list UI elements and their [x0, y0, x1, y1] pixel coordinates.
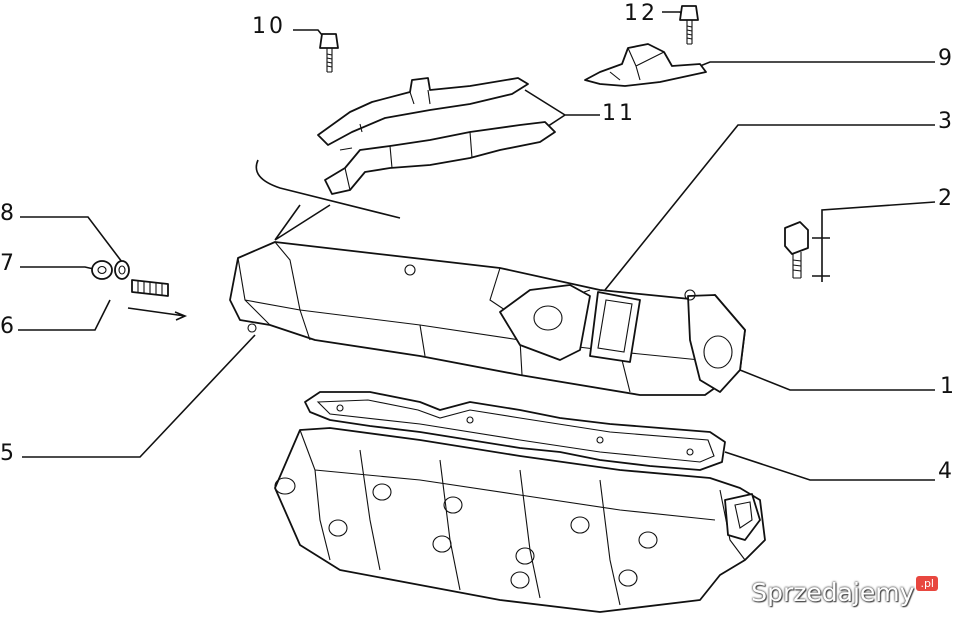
bolt-12 — [679, 5, 699, 45]
hose-line — [255, 159, 401, 241]
callout-11: 11 — [602, 101, 636, 126]
callout-3: 3 — [938, 109, 955, 134]
callout-labels: 10 12 9 11 3 2 8 7 6 1 5 4 — [0, 1, 957, 484]
leader-4 — [724, 451, 935, 481]
bolt-10 — [319, 33, 339, 73]
callout-5: 5 — [0, 441, 17, 466]
nut-7 — [91, 260, 113, 280]
gasket-4 — [304, 391, 726, 471]
callout-2: 2 — [938, 186, 955, 211]
leader-7 — [20, 266, 99, 271]
callout-10: 10 — [252, 14, 286, 39]
stud-6 — [131, 279, 169, 297]
leader-lines — [18, 11, 936, 481]
brackets-11 — [317, 77, 556, 195]
cylinder-head — [274, 427, 766, 613]
callout-1: 1 — [940, 374, 957, 399]
leader-8 — [20, 216, 123, 263]
bracket-9 — [584, 43, 707, 87]
valve-cover-1 — [229, 241, 746, 396]
watermark-badge: .pl — [916, 576, 938, 591]
leader-2 — [812, 201, 936, 282]
washer-8 — [114, 260, 130, 280]
watermark-name: Sprzedajemy — [751, 578, 915, 607]
watermark-logo: Sprzedajemy .pl — [751, 576, 938, 607]
callout-4: 4 — [938, 459, 955, 484]
leader-6 — [18, 299, 188, 331]
callout-9: 9 — [938, 46, 955, 71]
callout-7: 7 — [0, 251, 17, 276]
leader-9 — [689, 61, 935, 71]
leader-1 — [734, 367, 935, 391]
callout-6: 6 — [0, 314, 17, 339]
leader-5 — [22, 334, 256, 458]
leader-3 — [604, 124, 935, 291]
callout-8: 8 — [0, 201, 17, 226]
bolt-2 — [784, 221, 809, 279]
callout-12: 12 — [624, 1, 658, 26]
